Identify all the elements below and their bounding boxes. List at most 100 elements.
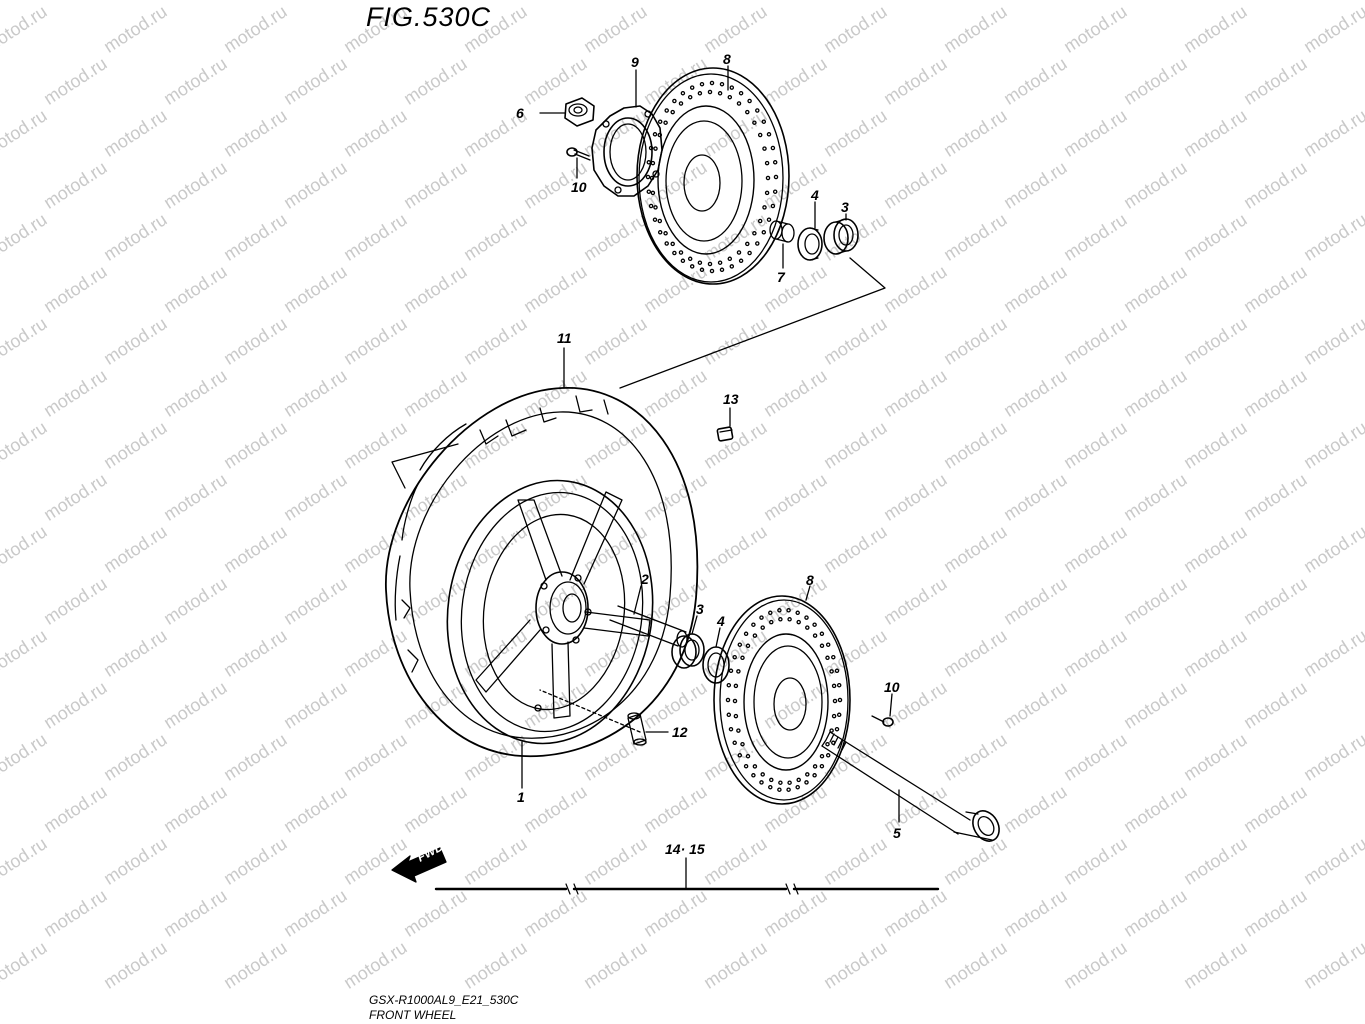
disc-hole [762,146,767,151]
disc-hole [759,780,764,785]
valve-dash-line [539,689,641,733]
leader-2 [633,585,642,615]
disc-hole [752,764,758,769]
oil-seal-4-upper [797,227,823,261]
disc-hole [765,175,771,181]
leader-4-lower [715,627,721,648]
disc-hole [829,728,834,733]
disc-hole [670,241,675,247]
disc-hole [732,698,738,704]
disc-hole [805,625,810,630]
disc-hole [757,132,763,138]
disc-hole [777,608,782,613]
disc-hole [657,230,663,235]
disc-hole [769,777,774,783]
disc-hole [778,780,783,785]
disc-hole [747,98,752,104]
disc-hole [650,190,656,196]
disc-hole [825,642,831,647]
disc-hole [772,189,778,194]
disc-hole [687,94,693,100]
disc-hole [762,205,767,210]
disc-hole [777,787,782,792]
callout-6: 6 [516,105,524,121]
disc-hole [726,682,732,688]
disc-hole [787,780,792,785]
disc-hole [670,109,675,115]
disc-hole [770,145,776,151]
disc-hole [752,231,757,236]
disc-hole [652,132,658,137]
tire-11 [385,387,699,758]
disc-hole [687,256,693,262]
disc-hole [819,631,825,637]
disc-hole [751,773,756,778]
disc-hole [719,267,725,273]
disc-hole [796,777,801,783]
bolt-10-upper [566,147,591,161]
disc-hole [664,241,669,246]
disc-hole [648,203,654,209]
disc-hole [766,217,772,222]
disc-hole [834,726,840,732]
disc-hole [646,160,652,165]
disc-hole [812,773,817,778]
disc-hole [663,120,668,125]
disc-hole [733,713,739,719]
disc-hole [795,610,800,616]
leader-3-lower [691,615,698,635]
section-name: FRONT WHEEL [369,1008,457,1022]
callout-1: 1 [517,789,525,805]
disc-hole [737,642,743,647]
disc-hole [732,654,737,660]
disc-hole [732,740,737,746]
disc-hole [751,622,756,627]
disc-hole [740,741,745,747]
disc-hole [747,250,752,256]
disc-hole [672,98,677,104]
disc-hole [738,258,744,264]
disc-hole [832,698,838,704]
disc-hole [745,241,750,247]
callout-14-15: 14· 15 [665,841,705,857]
disc-hole [699,267,705,273]
callout-8-lower: 8 [806,572,814,588]
disc-holes-upper [645,80,779,274]
disc-hole [812,633,818,638]
disc-hole [740,655,745,661]
disc-hole [831,654,836,660]
disc-hole [650,160,656,166]
disc-hole [743,631,749,637]
disc-hole [653,205,658,210]
disc-hole [680,90,686,96]
disc-hole [825,741,830,747]
disc-hole [766,132,772,137]
callout-9: 9 [631,54,639,70]
disc-hole [812,622,817,627]
disc-hole [819,763,825,769]
disc-hole [834,668,840,674]
disc-hole [795,784,800,790]
disc-hole [725,697,731,703]
disc-hole [829,669,834,674]
disc-hole [772,160,778,165]
disc-hole [678,101,684,106]
callout-7: 7 [777,269,785,285]
disc-hole [760,625,765,630]
callout-4-lower: 4 [717,613,725,629]
callout-2: 2 [641,571,649,587]
disc-hole [743,763,749,769]
disc-hole [764,160,770,166]
callout-13: 13 [723,391,739,407]
assembly-bracket-upper [619,257,886,389]
disc-hole [755,108,760,113]
disc-hole [699,81,705,87]
disc-hole [680,258,686,264]
disc-hole [778,617,783,622]
disc-hole [745,753,751,759]
figure-title: FIG.530C [366,2,492,32]
disc-hole [761,119,767,124]
disc-hole [727,256,733,262]
valve-12 [627,712,647,746]
